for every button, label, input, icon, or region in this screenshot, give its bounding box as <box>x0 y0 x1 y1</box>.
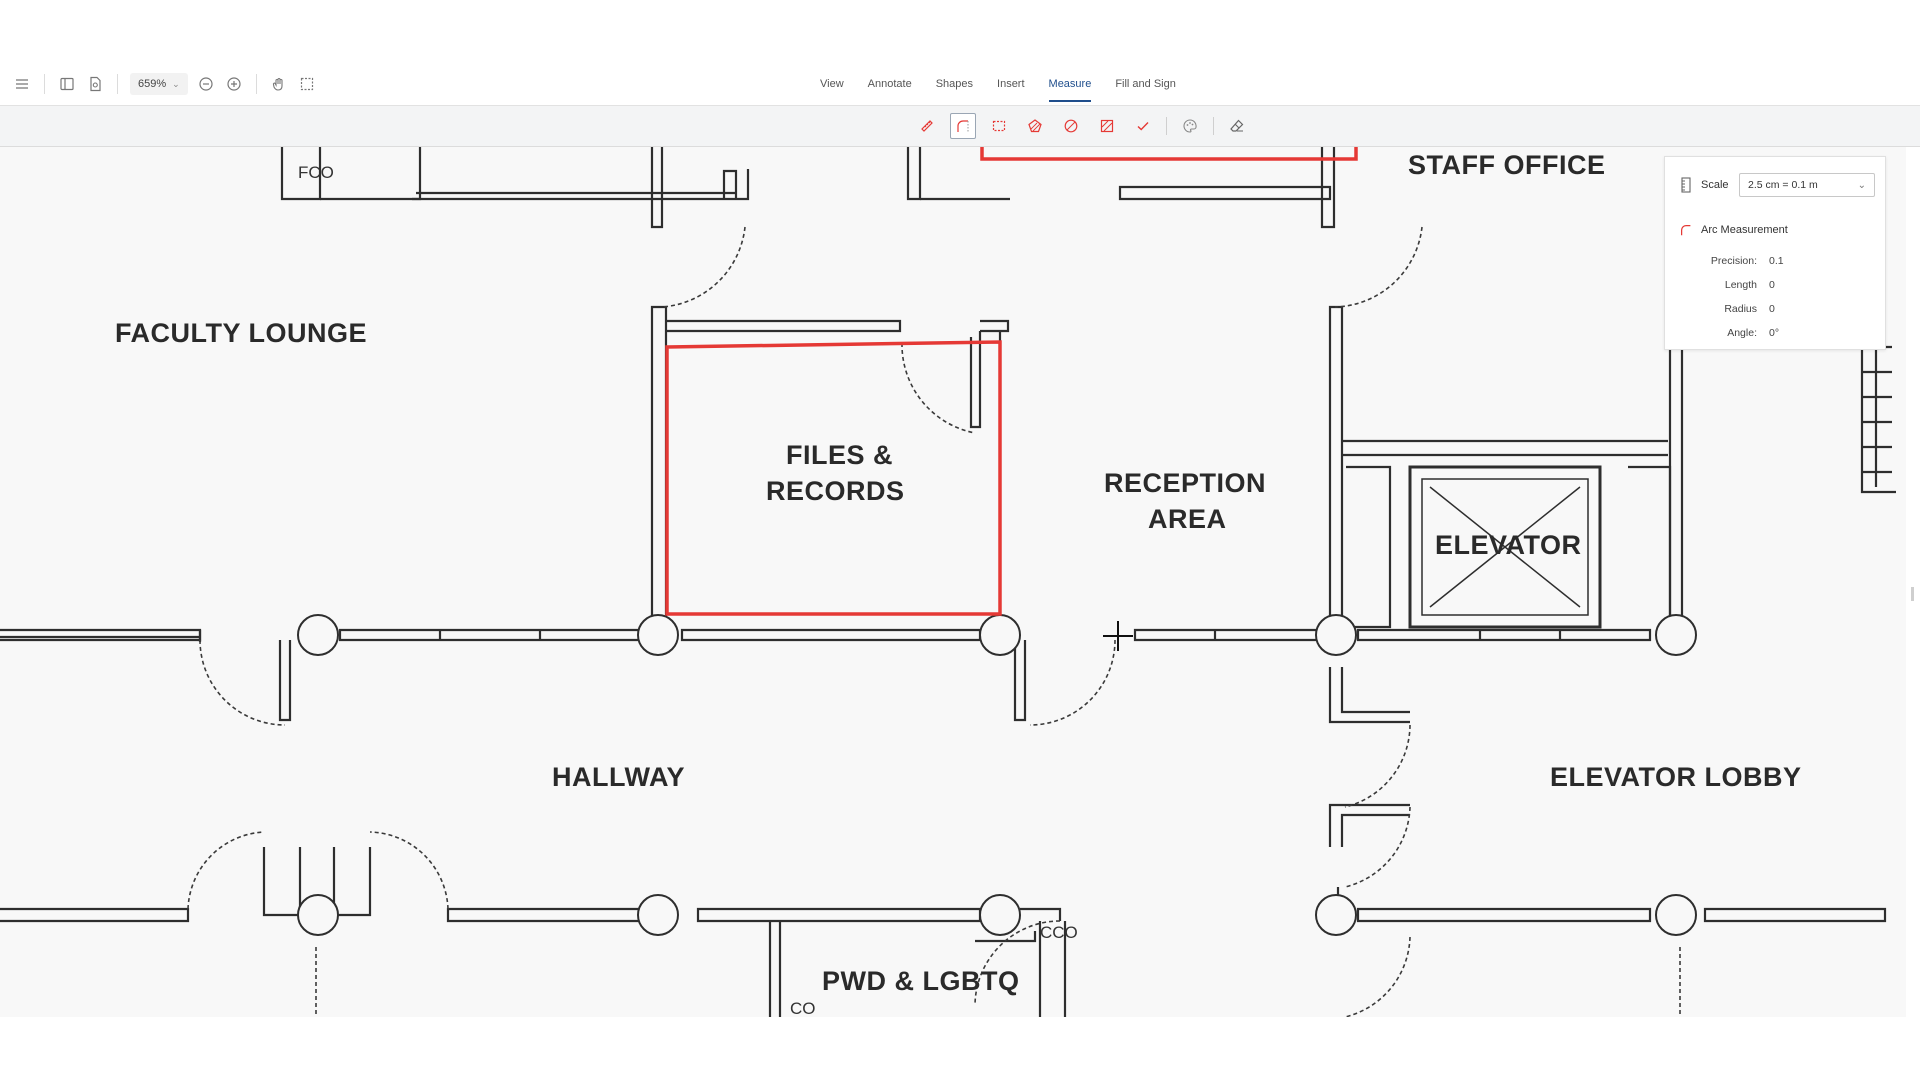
toolbar-divider <box>44 74 45 94</box>
tool-divider <box>1213 117 1214 135</box>
zoom-value: 659% <box>138 78 167 90</box>
zoom-out-button[interactable] <box>192 72 220 96</box>
marquee-select-icon <box>300 77 313 91</box>
measure-toolbar <box>0 106 1920 147</box>
arc-tool-button[interactable] <box>950 113 976 139</box>
label-fco: FCO <box>298 163 334 182</box>
prop-value: 0 <box>1769 303 1775 315</box>
menu-button[interactable] <box>8 72 36 96</box>
measurement-title: Arc Measurement <box>1701 224 1788 236</box>
tab-annotate[interactable]: Annotate <box>867 77 912 90</box>
prop-key: Precision: <box>1710 255 1757 267</box>
tab-fill-and-sign[interactable]: Fill and Sign <box>1115 77 1176 90</box>
toolbar-divider <box>117 74 118 94</box>
prop-value: 0 <box>1769 279 1775 291</box>
room-label-pwd-lgbtq: PWD & LGBTQ <box>822 966 1020 996</box>
bottom-area <box>0 1017 1920 1080</box>
room-label-faculty-lounge: FACULTY LOUNGE <box>115 318 368 348</box>
floor-plan-drawing <box>0 147 1896 1017</box>
room-label-elevator: ELEVATOR <box>1435 530 1582 560</box>
prop-value: 0° <box>1769 327 1780 339</box>
dashed-rectangle-icon <box>992 120 1006 132</box>
rectangle-area-icon <box>1100 119 1114 133</box>
hamburger-icon <box>16 79 28 89</box>
sidebar-toggle-button[interactable] <box>53 72 81 96</box>
room-label-hallway: HALLWAY <box>552 762 686 792</box>
scale-select[interactable]: 2.5 cm = 0.1 m ⌄ <box>1739 173 1875 197</box>
scale-value: 2.5 cm = 0.1 m <box>1748 179 1818 191</box>
eraser-icon <box>1230 119 1244 132</box>
chevron-down-icon: ⌄ <box>172 78 180 89</box>
arc-icon <box>957 120 969 132</box>
scale-row: Scale <box>1679 177 1729 193</box>
toolbar-left-group: 659% ⌄ <box>8 72 321 96</box>
room-label-staff-office: STAFF OFFICE <box>1408 150 1606 180</box>
document-canvas[interactable]: FACULTY LOUNGE FILES & RECORDS RECEPTION… <box>0 147 1906 1017</box>
scale-label: Scale <box>1701 179 1729 191</box>
area-tool-button[interactable] <box>1022 113 1048 139</box>
zoom-select[interactable]: 659% ⌄ <box>130 73 188 95</box>
main-toolbar: 659% ⌄ View Annotate Shapes Insert Measu… <box>0 62 1920 106</box>
room-label-elevator-lobby: ELEVATOR LOBBY <box>1550 762 1802 792</box>
vertical-scrollbar[interactable] <box>1906 147 1920 1017</box>
prop-key: Length <box>1724 279 1757 291</box>
ellipse-area-icon <box>1064 119 1078 133</box>
zoom-out-icon <box>199 77 213 91</box>
tab-view[interactable]: View <box>820 77 844 90</box>
chevron-down-icon: ⌄ <box>1857 179 1866 191</box>
marquee-select-button[interactable] <box>293 72 321 96</box>
count-tool-button[interactable] <box>1130 113 1156 139</box>
pan-tool-button[interactable] <box>265 72 293 96</box>
scrollbar-thumb[interactable] <box>1911 587 1914 601</box>
document-button[interactable] <box>81 72 109 96</box>
distance-tool-button[interactable] <box>914 113 940 139</box>
sidebar-panel-icon <box>60 77 74 91</box>
toolbar-divider <box>255 74 257 94</box>
label-cco: CCO <box>1040 923 1078 942</box>
measurement-panel: Scale 2.5 cm = 0.1 m ⌄ Arc Measurement P… <box>1664 156 1886 350</box>
ellipse-area-tool-button[interactable] <box>1058 113 1084 139</box>
hand-icon <box>272 77 283 91</box>
label-co: CO <box>790 999 816 1017</box>
checkmark-icon <box>1137 122 1149 131</box>
measurement-header: Arc Measurement <box>1679 223 1788 237</box>
room-label-reception-line2: AREA <box>1148 504 1227 534</box>
prop-key: Angle: <box>1727 327 1757 339</box>
room-label-files-records-line2: RECORDS <box>766 476 905 506</box>
eraser-tool-button[interactable] <box>1224 113 1250 139</box>
ruler-icon <box>921 120 933 132</box>
arc-icon <box>1681 225 1691 236</box>
tab-bar: View Annotate Shapes Insert Measure Fill… <box>820 62 1176 105</box>
scale-ruler-icon <box>1681 177 1691 193</box>
tab-measure[interactable]: Measure <box>1048 66 1092 102</box>
rectangle-area-tool-button[interactable] <box>1094 113 1120 139</box>
measure-tools <box>914 113 1250 139</box>
document-search-icon <box>90 76 101 92</box>
prop-key: Radius <box>1724 303 1757 315</box>
crosshair-cursor <box>1103 621 1133 651</box>
palette-icon <box>1183 119 1197 133</box>
tool-divider <box>1166 117 1167 135</box>
zoom-in-icon <box>227 77 241 91</box>
tab-shapes[interactable]: Shapes <box>935 77 974 90</box>
polygon-area-icon <box>1028 119 1042 133</box>
prop-value[interactable]: 0.1 <box>1769 255 1784 267</box>
room-label-files-records-line1: FILES & <box>786 440 894 470</box>
zoom-in-button[interactable] <box>220 72 248 96</box>
snap-tool-button[interactable] <box>1177 113 1203 139</box>
room-label-reception-line1: RECEPTION <box>1104 468 1267 498</box>
tab-insert[interactable]: Insert <box>997 77 1025 90</box>
perimeter-tool-button[interactable] <box>986 113 1012 139</box>
